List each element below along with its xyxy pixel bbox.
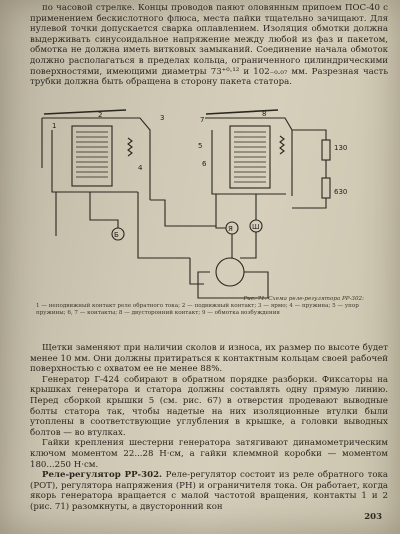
paragraph-assembly: Генератор Г-424 собирают в обратном поря…	[30, 374, 388, 438]
figure-caption-title: Рис. 71. Схема реле-регулятора РР-302:	[243, 296, 364, 302]
fig-label-7: 7	[200, 116, 204, 124]
terminal-label-b: Б	[114, 231, 119, 239]
relay-heading: Реле-регулятор РР-302.	[42, 470, 163, 481]
bottom-text-block: Щетки заменяют при наличии сколов и изно…	[30, 343, 388, 513]
page-number: 203	[364, 512, 382, 522]
top-paragraph-block: по часовой стрелке. Концы проводов паяют…	[30, 3, 388, 88]
fig-label-3: 3	[160, 114, 164, 122]
fig-label-1: 1	[52, 122, 56, 130]
paragraph-brushes: Щетки заменяют при наличии сколов и изно…	[30, 343, 388, 375]
fig-label-2: 2	[98, 111, 102, 119]
paragraph-torque: Гайки крепления шестерни генератора затя…	[30, 438, 388, 470]
relay-text: Реле-регулятор состоит из реле обратного…	[30, 470, 388, 512]
resistor-label-630: 630	[334, 188, 347, 196]
resistor-label-130: 130	[334, 144, 347, 152]
fig-label-8: 8	[262, 110, 266, 118]
fig-label-6: 6	[202, 160, 207, 168]
paragraph-relay: Реле-регулятор РР-302. Реле-регулятор со…	[30, 470, 388, 512]
terminal-label-sh: Ш	[252, 223, 260, 231]
top-paragraph: по часовой стрелке. Концы проводов паяют…	[30, 3, 388, 88]
relay-regulator-schematic: 1 2 3 4 5 6 7 8 130 630 Б Я Ш	[41, 109, 347, 299]
fig-label-5: 5	[198, 142, 202, 150]
fig-label-4: 4	[138, 164, 143, 172]
terminal-label-ya: Я	[228, 225, 233, 233]
figure-caption: Рис. 71. Схема реле-регулятора РР-302: 1…	[36, 296, 386, 317]
figure-caption-text: 1 — неподвижный контакт реле обратного т…	[36, 303, 359, 316]
